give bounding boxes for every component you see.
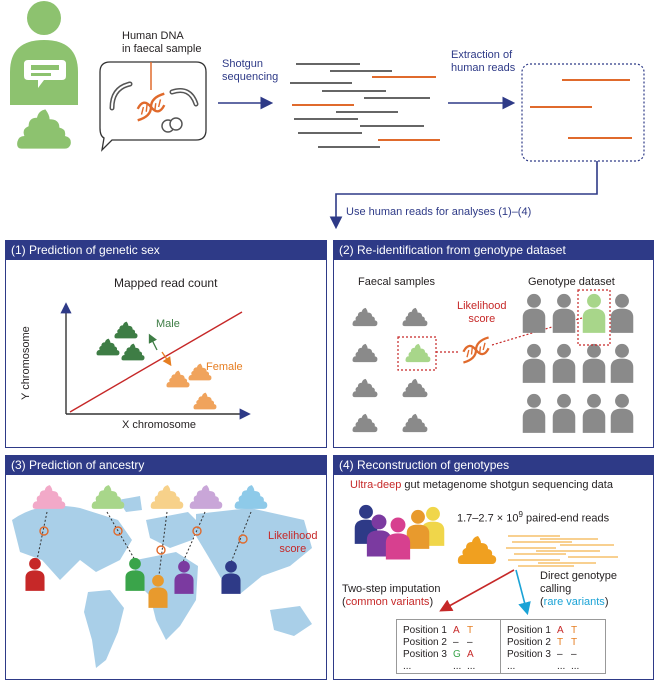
female-label: Female xyxy=(206,361,243,373)
calling-arrow xyxy=(515,569,531,616)
allele-cell: – xyxy=(571,649,577,660)
use-reads-label: Use human reads for analyses (1)–(4) xyxy=(346,206,532,218)
panel-ancestry xyxy=(5,455,327,680)
direct-line2: calling xyxy=(540,583,572,595)
panel1-ylabel: Y chromosome xyxy=(20,326,32,400)
common-variants-text: common variants xyxy=(345,596,430,608)
panel1-plot xyxy=(60,302,251,420)
position-cell: ... xyxy=(507,661,516,672)
allele-cell: ... xyxy=(453,661,462,672)
reads-pre: 1.7–2.7 × 10 xyxy=(457,512,519,525)
position-cell: ... xyxy=(403,661,412,672)
reads-count: 1.7–2.7 × 109 paired-end reads xyxy=(457,510,609,525)
panel1-xlabel: X chromosome xyxy=(122,419,196,431)
position-cell: Position 3 xyxy=(507,649,551,660)
genotype-label: Genotype dataset xyxy=(528,276,615,288)
allele-cell: T xyxy=(467,625,474,636)
position-cell: Position 1 xyxy=(507,625,551,636)
allele-cell: T xyxy=(571,637,578,648)
shotgun-label-line2: sequencing xyxy=(222,71,279,83)
panel3-title: (3) Prediction of ancestry xyxy=(5,455,327,475)
data-description: Ultra-deep gut metagenome shotgun sequen… xyxy=(350,479,613,491)
ancestry-links xyxy=(36,511,252,584)
dna-label-line2: in faecal sample xyxy=(122,43,202,55)
rare-close: ) xyxy=(604,596,609,608)
allele-cell: ... xyxy=(571,661,580,672)
ultra-deep-text: Ultra-deep xyxy=(350,479,402,491)
person-icon xyxy=(10,1,78,105)
likelihood-line1: Likelihood xyxy=(457,300,507,312)
stool-icon xyxy=(17,109,71,149)
faecal-label: Faecal samples xyxy=(358,276,436,288)
rare-variants-text: rare variants xyxy=(543,596,605,608)
dna-markers xyxy=(39,526,248,555)
allele-cell: A xyxy=(557,625,564,636)
allele-cell: A xyxy=(453,625,460,636)
position-cell: Position 3 xyxy=(403,649,447,660)
imputation-label: Two-step imputation (common variants) xyxy=(342,583,440,609)
likelihood-label: Likelihood score xyxy=(457,300,507,326)
position-cell: Position 1 xyxy=(403,625,447,636)
two-step-text: Two-step imputation xyxy=(342,583,441,595)
allele-cell: – xyxy=(453,637,459,648)
dna-label-line1: Human DNA xyxy=(122,30,184,42)
reads-bundle xyxy=(506,535,618,567)
panel1-subtitle: Mapped read count xyxy=(114,276,218,290)
dna-label: Human DNA in faecal sample xyxy=(122,30,202,56)
reads-exp: 9 xyxy=(518,510,523,519)
allele-cell: ... xyxy=(557,661,566,672)
rare-variants-line: (rare variants) xyxy=(540,596,617,609)
table-row: Position 2–– xyxy=(403,637,495,649)
extraction-label: Extraction of human reads xyxy=(451,49,515,75)
data-rest-text: gut metagenome shotgun sequencing data xyxy=(401,479,613,491)
human-reads-box xyxy=(521,63,645,162)
imputation-arrow xyxy=(439,569,515,612)
allele-cell: G xyxy=(453,649,461,660)
table-row: ......... xyxy=(403,661,495,673)
allele-cell: – xyxy=(557,649,563,660)
allele-cell: T xyxy=(557,637,564,648)
sequencing-reads xyxy=(290,63,440,148)
ancestry-likelihood-label: Likelihood score xyxy=(268,530,318,556)
table-row: ......... xyxy=(507,661,599,673)
common-open: ( xyxy=(342,596,346,608)
common-close: ) xyxy=(429,596,434,608)
common-variants-line: (common variants) xyxy=(342,596,440,609)
likelihood-line2: score xyxy=(468,313,496,325)
panel4-title: (4) Reconstruction of genotypes xyxy=(333,455,654,475)
calling-label: Direct genotype calling (rare variants) xyxy=(540,570,617,609)
rare-open: ( xyxy=(540,596,544,608)
ancestry-likelihood-line1: Likelihood xyxy=(268,530,318,542)
panel1-title: (1) Prediction of genetic sex xyxy=(5,240,327,260)
extraction-label-line2: human reads xyxy=(451,62,516,74)
sample-bubble xyxy=(99,61,207,152)
male-label: Male xyxy=(156,318,180,330)
table-row: Position 3–– xyxy=(507,649,599,661)
allele-cell: ... xyxy=(467,661,476,672)
extraction-label-line1: Extraction of xyxy=(451,49,513,61)
allele-cell: A xyxy=(467,649,474,660)
allele-cell: T xyxy=(571,625,578,636)
reads-post: paired-end reads xyxy=(522,512,610,525)
position-cell: Position 2 xyxy=(403,637,447,648)
allele-cell: – xyxy=(467,637,473,648)
direct-line1: Direct genotype xyxy=(540,570,618,582)
analyses-arrow xyxy=(329,161,598,230)
panel2-title: (2) Re-identification from genotype data… xyxy=(333,240,654,260)
position-cell: Position 2 xyxy=(507,637,551,648)
panel-genetic-sex xyxy=(5,240,327,448)
panel-reidentification xyxy=(333,240,654,448)
ancestry-likelihood-line2: score xyxy=(279,543,307,555)
shotgun-label-line1: Shotgun xyxy=(222,58,263,70)
speech-bubble-icon xyxy=(24,60,66,88)
shotgun-label: Shotgun sequencing xyxy=(222,58,278,84)
